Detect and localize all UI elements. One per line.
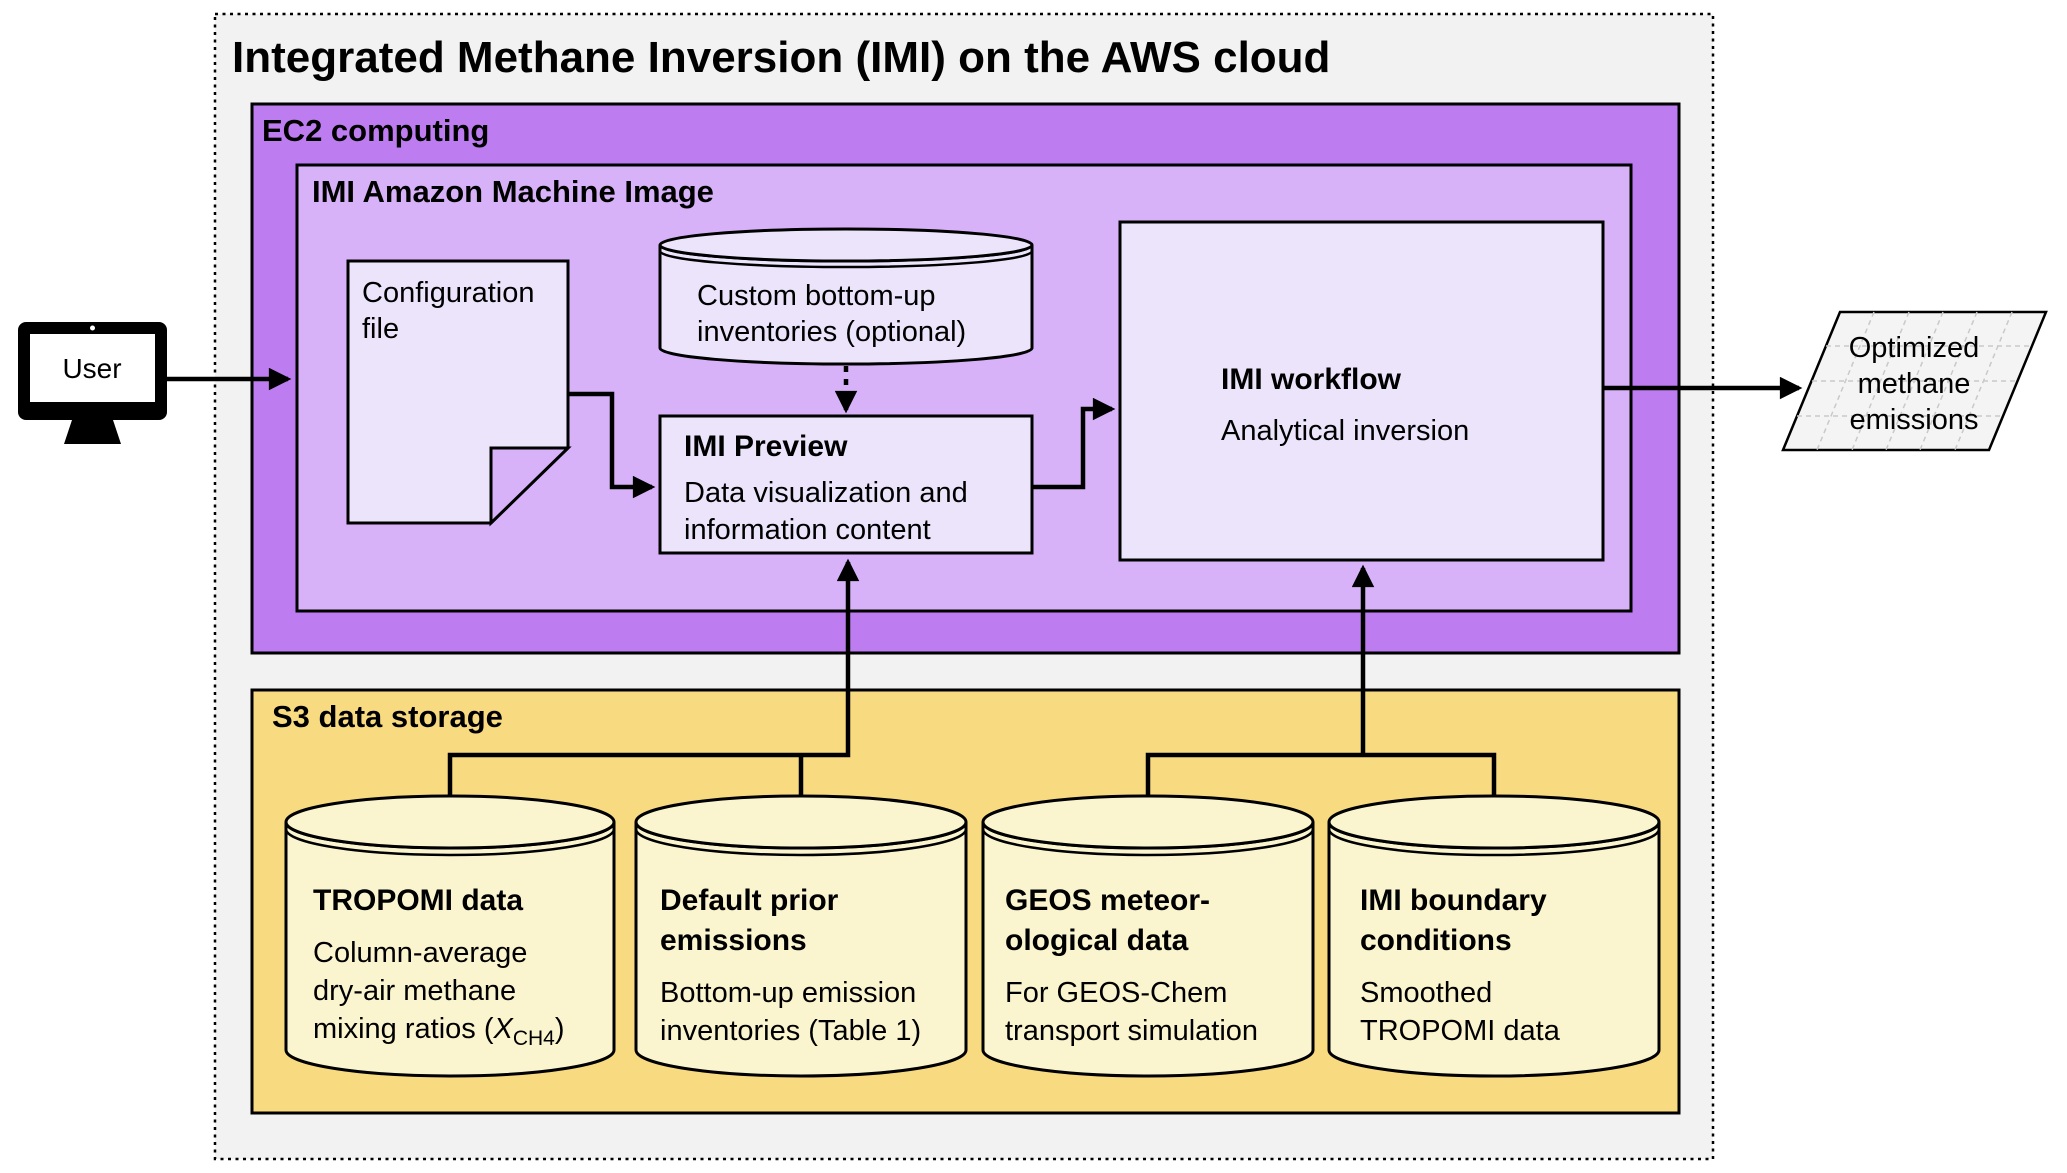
custom-inventories-line1: Custom bottom-up: [697, 280, 936, 312]
arrow-preview-to-workflow: [1032, 397, 1116, 490]
imi-preview-title: IMI Preview: [684, 430, 848, 463]
ec2-computing-label: EC2 computing: [262, 113, 489, 148]
imi-preview-line2: information content: [684, 514, 931, 546]
geos-line2: transport simulation: [1005, 1015, 1258, 1047]
imi-workflow-rect: [1118, 220, 1605, 562]
geos-line1: For GEOS-Chem: [1005, 977, 1227, 1009]
configuration-file-document: Configuration file: [346, 259, 572, 527]
prior-line2: inventories (Table 1): [660, 1015, 921, 1047]
boundary-line1: Smoothed: [1360, 977, 1492, 1009]
boundary-conditions-cylinder: IMI boundary conditions Smoothed TROPOMI…: [1327, 794, 1661, 1078]
prior-title1: Default prior: [660, 884, 839, 917]
prior-emissions-cylinder: Default prior emissions Bottom-up emissi…: [634, 794, 968, 1078]
tropomi-line3-post: ): [555, 1013, 565, 1045]
cylinder-top: [634, 794, 968, 850]
tropomi-line3-x: X: [493, 1013, 515, 1045]
boundary-line2: TROPOMI data: [1360, 1015, 1561, 1047]
cylinder-top: [658, 227, 1034, 263]
imi-workflow-title: IMI workflow: [1221, 363, 1402, 396]
diagram-title: Integrated Methane Inversion (IMI) on th…: [232, 33, 1330, 82]
tropomi-cylinder: TROPOMI data Column-average dry-air meth…: [284, 794, 616, 1078]
cylinder-top: [981, 794, 1315, 850]
geos-met-cylinder: GEOS meteor- ological data For GEOS-Chem…: [981, 794, 1315, 1078]
cylinder-rim: [658, 250, 1034, 269]
cylinder-top: [1327, 794, 1661, 850]
monitor-stand: [64, 420, 121, 444]
custom-inventories-cylinder: Custom bottom-up inventories (optional): [658, 227, 1034, 366]
config-file-line1: Configuration: [362, 277, 535, 309]
prior-line1: Bottom-up emission: [660, 977, 916, 1009]
arrow-s3-left-bus-to-preview: [447, 558, 860, 795]
cylinder-top: [284, 794, 616, 850]
tropomi-line2: dry-air methane: [313, 975, 516, 1007]
custom-inventories-line2: inventories (optional): [697, 316, 966, 348]
tropomi-line3-subscript: CH4: [513, 1027, 555, 1050]
imi-preview-line1: Data visualization and: [684, 477, 968, 509]
connector-s3-right-bus: [1145, 752, 1497, 795]
imi-preview-box: IMI Preview Data visualization and infor…: [658, 414, 1034, 555]
config-file-line2: file: [362, 313, 399, 345]
output-line3: emissions: [1850, 404, 1979, 436]
user-monitor-icon: User: [18, 322, 167, 444]
tropomi-line3: mixing ratios (XCH4): [313, 1013, 565, 1050]
webcam-dot-icon: [90, 325, 95, 331]
geos-title2: ological data: [1005, 924, 1189, 957]
boundary-title1: IMI boundary: [1360, 884, 1547, 917]
boundary-title2: conditions: [1360, 924, 1512, 957]
tropomi-line1: Column-average: [313, 937, 527, 969]
imi-workflow-box: IMI workflow Analytical inversion: [1118, 220, 1605, 562]
cylinder-rim: [981, 828, 1315, 857]
geos-title1: GEOS meteor-: [1005, 884, 1210, 917]
document-fold-corner: [489, 446, 572, 527]
ami-label: IMI Amazon Machine Image: [312, 174, 714, 209]
s3-storage-label: S3 data storage: [272, 699, 503, 734]
monitor-screen: [30, 334, 155, 402]
cylinder-rim: [284, 828, 616, 857]
imi-workflow-subtitle: Analytical inversion: [1221, 415, 1469, 447]
cylinder-rim: [1327, 828, 1661, 857]
output-line1: Optimized: [1849, 332, 1980, 364]
tropomi-title: TROPOMI data: [313, 884, 523, 917]
output-line2: methane: [1858, 368, 1971, 400]
tropomi-line3-pre: mixing ratios (: [313, 1013, 494, 1045]
connectors: [167, 366, 1803, 795]
optimized-emissions-output: Optimized methane emissions: [1781, 310, 2048, 452]
user-label: User: [62, 353, 121, 384]
prior-title2: emissions: [660, 924, 807, 957]
imi-preview-rect: [658, 414, 1034, 555]
output-grid-lines: [1797, 311, 2032, 451]
arrow-config-to-preview: [568, 391, 656, 499]
cylinder-rim: [634, 828, 968, 857]
